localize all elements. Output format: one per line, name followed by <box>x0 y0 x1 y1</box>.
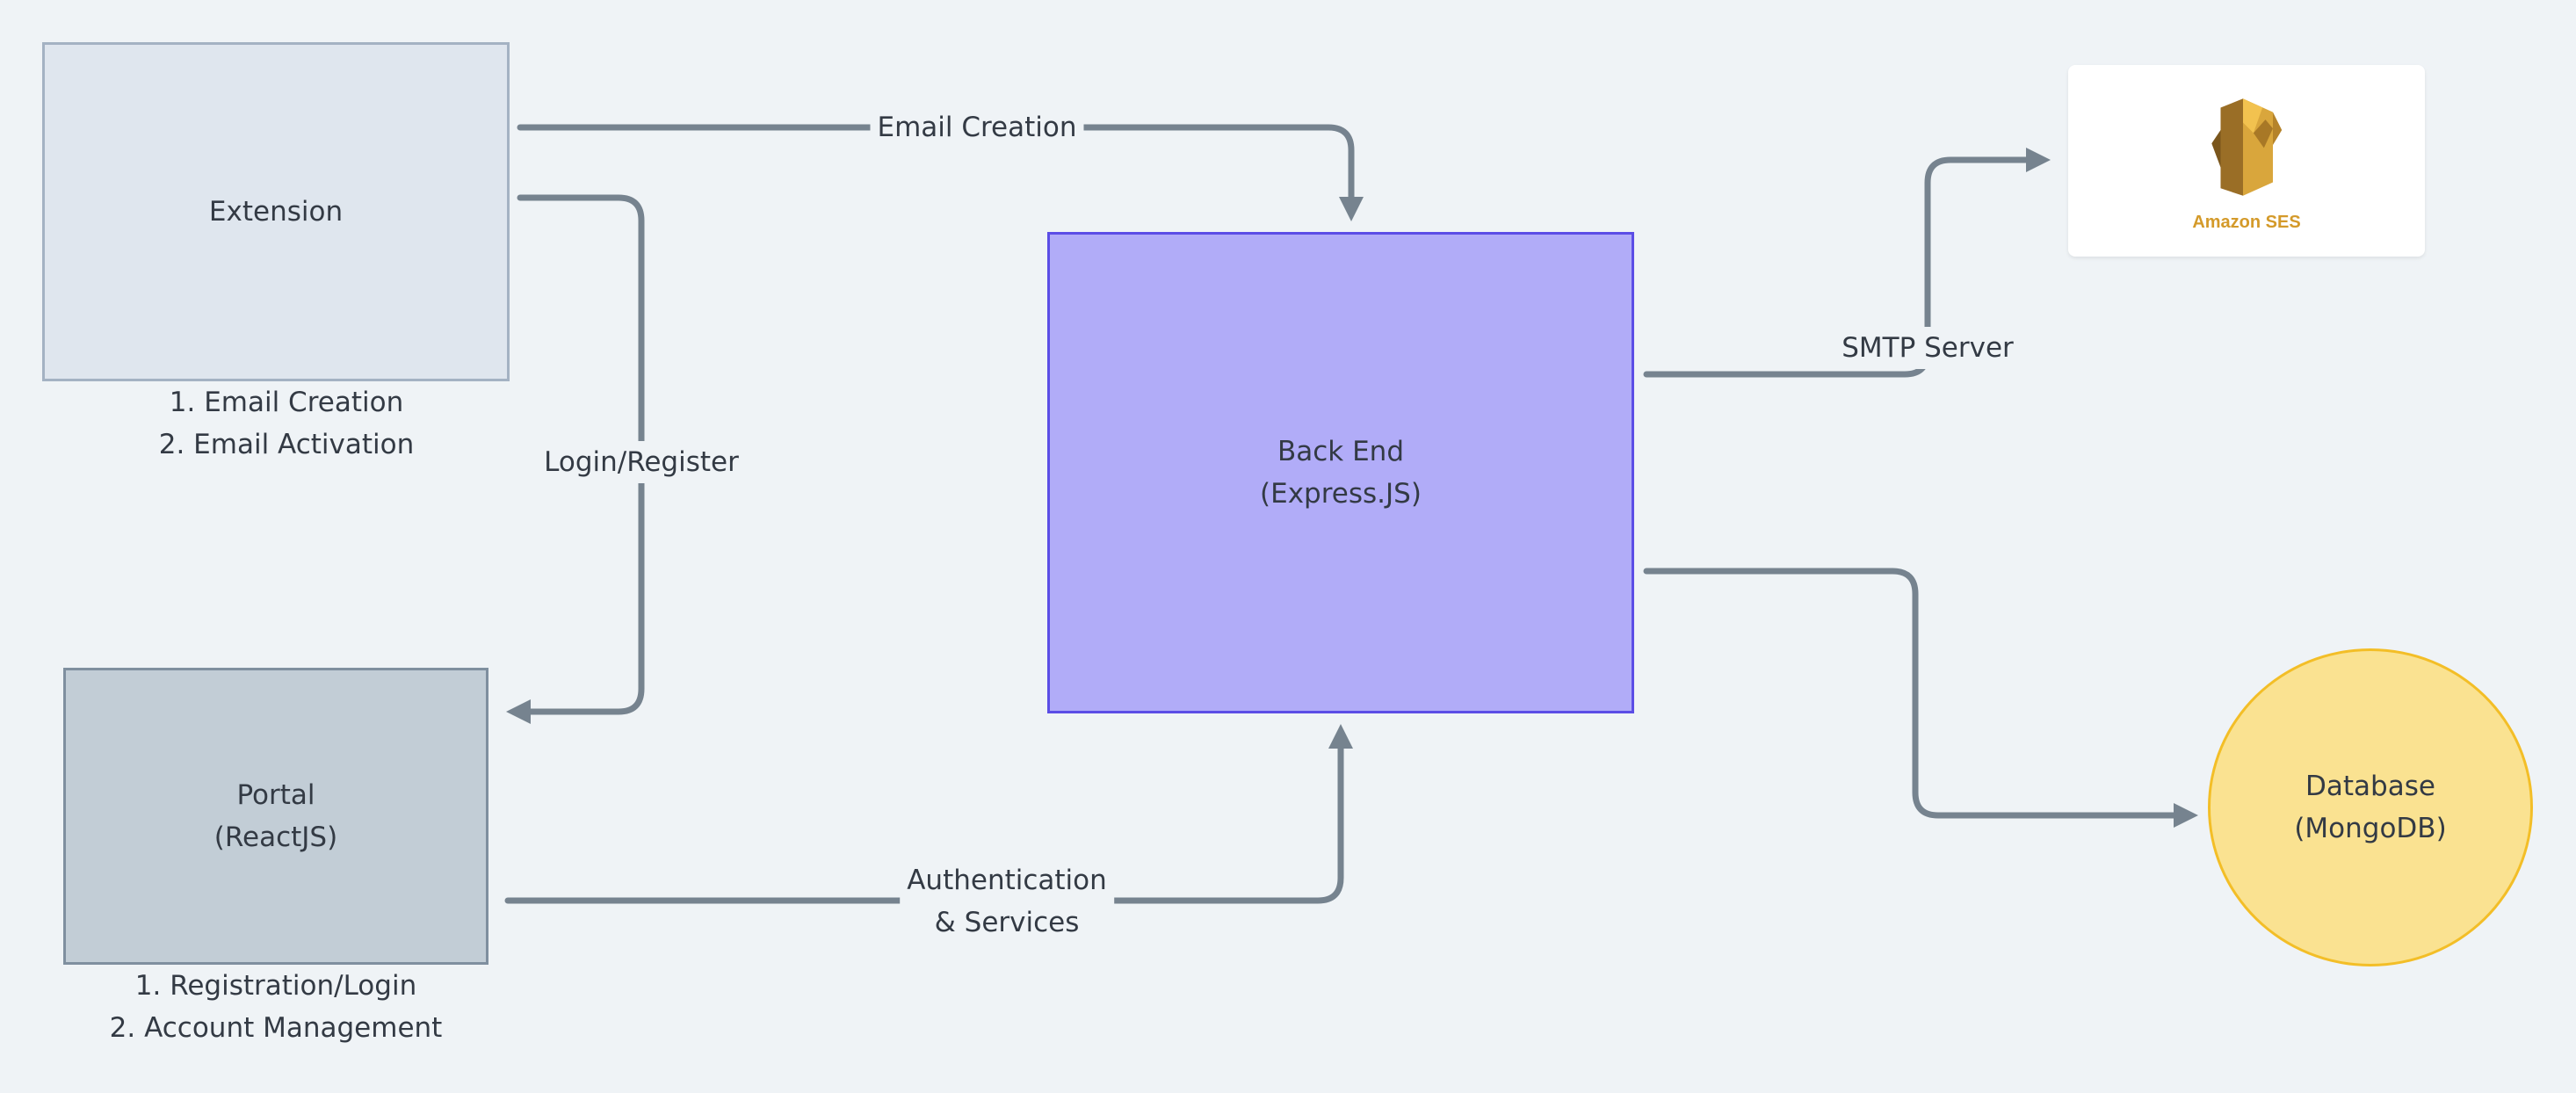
portal-label-line-2: (ReactJS) <box>213 822 338 853</box>
smtp-server-text: SMTP Server <box>1842 332 2014 364</box>
backend-node: Back End (Express.JS) <box>1047 232 1634 713</box>
portal-node: Portal (ReactJS) <box>63 668 488 965</box>
edge-label-login-register: Login/Register <box>537 441 746 483</box>
edge-label-email-creation: Email Creation <box>870 106 1084 148</box>
portal-label-line-1: Portal <box>236 779 315 811</box>
portal-caption-line-2: 2. Account Management <box>109 1012 443 1044</box>
authentication-text-line-2: & Services <box>934 907 1080 938</box>
edge-email-creation <box>517 124 1364 221</box>
edge-smtp <box>1643 148 2051 378</box>
edge-label-smtp: SMTP Server <box>1834 327 2021 369</box>
extension-caption: 1. Email Creation 2. Email Activation <box>112 381 460 466</box>
edge-label-authentication: Authentication & Services <box>900 859 1114 944</box>
portal-caption: 1. Registration/Login 2. Account Managem… <box>74 965 478 1049</box>
amazon-ses-label: Amazon SES <box>2192 213 2301 232</box>
extension-label: Extension <box>208 196 344 228</box>
edge-authentication <box>504 724 1353 904</box>
email-creation-text: Email Creation <box>877 112 1077 143</box>
extension-caption-line-2: 2. Email Activation <box>158 429 415 460</box>
login-register-text: Login/Register <box>544 446 739 478</box>
amazon-ses-logo-icon <box>2211 98 2283 196</box>
database-label-line-1: Database <box>2305 771 2435 802</box>
authentication-text-line-1: Authentication <box>907 865 1107 896</box>
edge-database <box>1643 568 2198 828</box>
backend-label-line-2: (Express.JS) <box>1260 478 1422 510</box>
amazon-ses-node: Amazon SES <box>2068 65 2425 257</box>
database-label-line-2: (MongoDB) <box>2294 813 2447 844</box>
extension-caption-line-1: 1. Email Creation <box>169 387 404 418</box>
extension-node: Extension <box>42 42 510 381</box>
backend-label-line-1: Back End <box>1277 436 1405 467</box>
database-node: Database (MongoDB) <box>2208 648 2533 966</box>
portal-caption-line-1: 1. Registration/Login <box>134 970 417 1002</box>
